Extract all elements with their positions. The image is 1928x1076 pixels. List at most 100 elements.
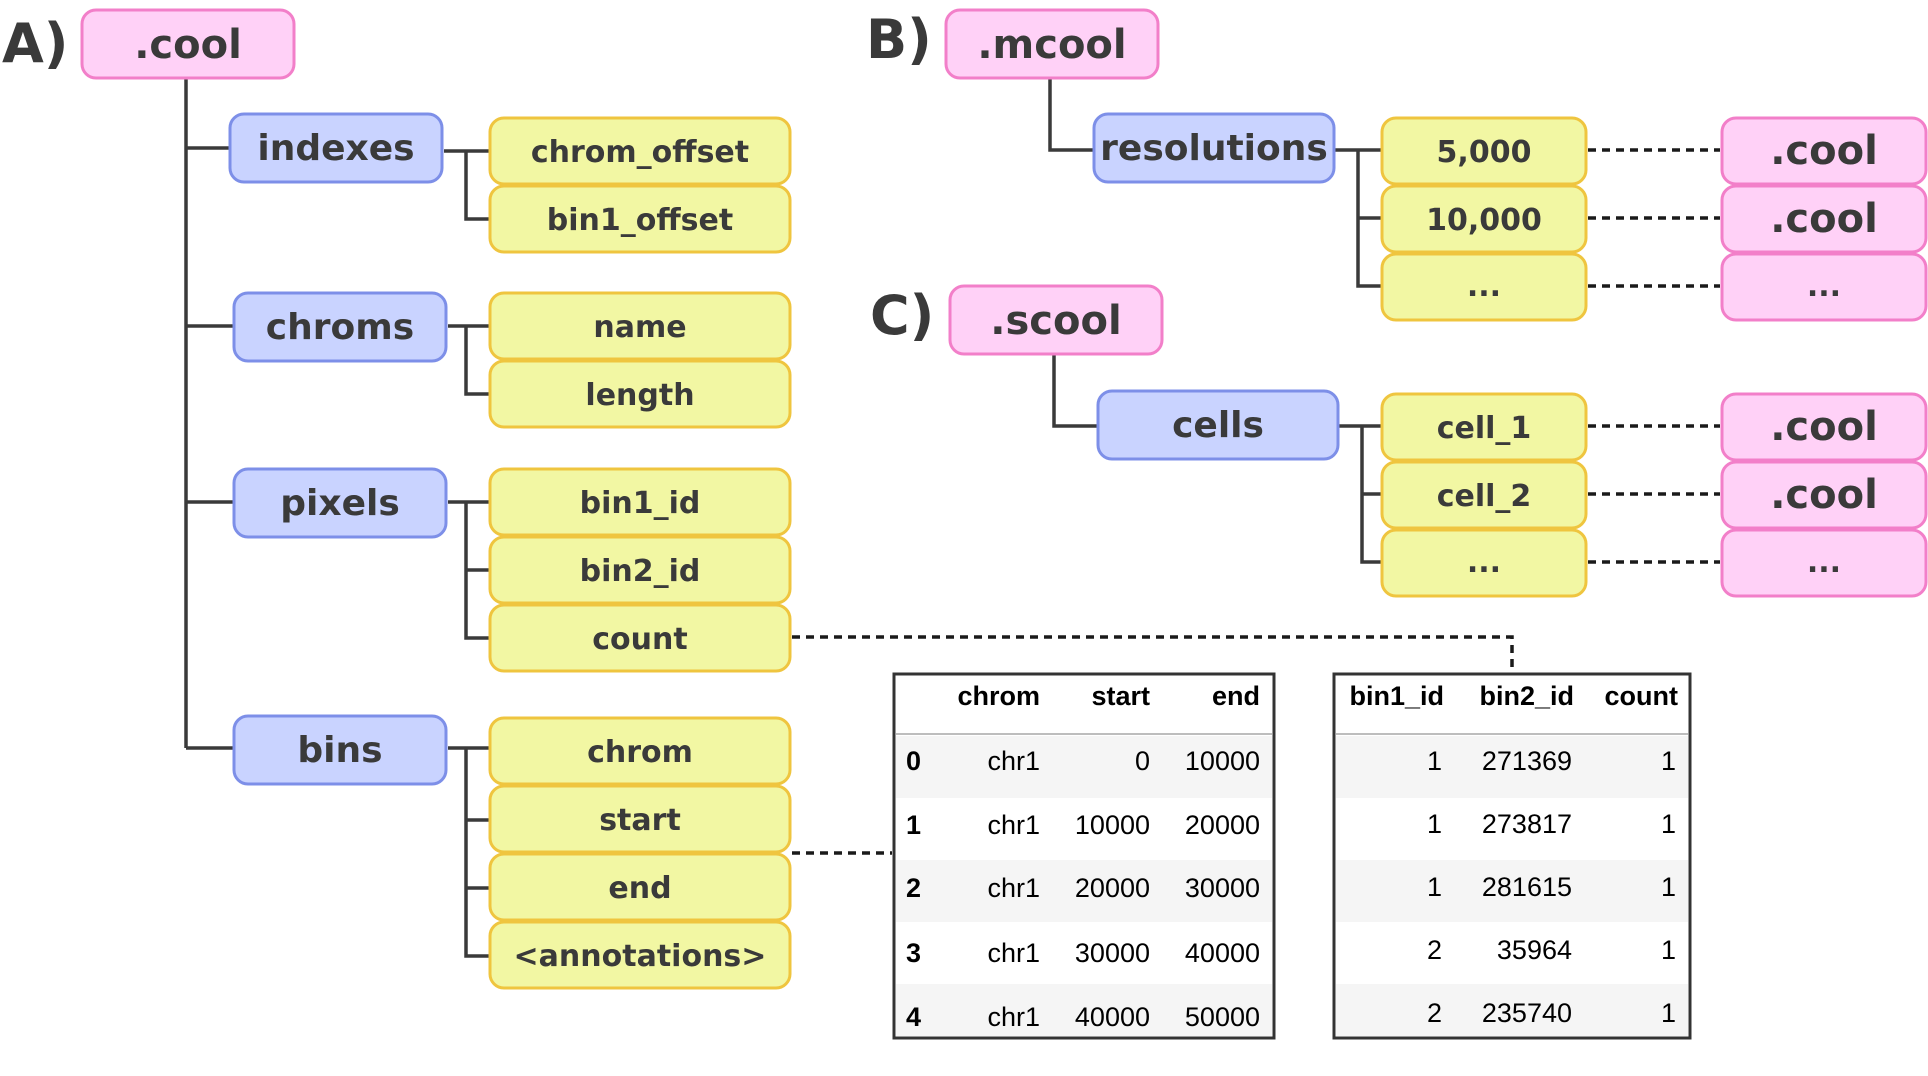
pixels-cell-count: 1: [1661, 809, 1676, 839]
panel-b-label: B): [866, 8, 932, 71]
bins-cell-end: 40000: [1185, 938, 1260, 968]
cell-more-node: [1380, 528, 1588, 598]
panel-a: A) .cool indexes chroms pixels bins chro…: [2, 8, 1514, 990]
table-row: 1 chr1 10000 20000: [906, 810, 1260, 840]
indexes-group-label: indexes: [257, 128, 414, 169]
bins-col-start-header: start: [1091, 681, 1150, 711]
scool-root-label: .scool: [990, 298, 1121, 344]
bin1-id-field-label: bin1_id: [580, 486, 701, 521]
pixels-group-node: [232, 467, 448, 539]
bins-row-index: 2: [906, 873, 921, 903]
table-row: 4 chr1 40000 50000: [906, 1002, 1260, 1032]
pixels-cell-count: 1: [1661, 998, 1676, 1028]
table-row: 1 273817 1: [1427, 809, 1676, 839]
mcool-root-node: [944, 8, 1160, 80]
bins-cell-end: 20000: [1185, 810, 1260, 840]
chrom-field-node: [488, 716, 792, 786]
scool-target-more-label: ...: [1807, 545, 1841, 580]
pixels-col-count-header: count: [1605, 681, 1679, 711]
pixels-cell-count: 1: [1661, 935, 1676, 965]
pixels-cell-count: 1: [1661, 746, 1676, 776]
cells-group-node: [1096, 389, 1340, 461]
cell-more-label: ...: [1467, 545, 1501, 580]
panel-b: B) .mcool resolutions 5,000 10,000 ... .…: [866, 8, 1928, 322]
pixels-table-border: [1332, 672, 1692, 1040]
resolution-connectors: [1588, 148, 1720, 288]
pixels-cell-bin1: 1: [1427, 746, 1442, 776]
table-row: 2 chr1 20000 30000: [906, 873, 1260, 903]
pixels-cell-bin2: 35964: [1497, 935, 1572, 965]
bins-cell-end: 30000: [1185, 873, 1260, 903]
panel-c: C) .scool cells cell_1 cell_2 ... .cool …: [870, 284, 1928, 598]
bins-cell-start: 10000: [1075, 810, 1150, 840]
bin1-offset-field-label: bin1_offset: [547, 203, 733, 238]
pixels-cell-bin2: 271369: [1482, 746, 1572, 776]
pixels-cell-bin1: 1: [1427, 809, 1442, 839]
bins-col-end-header: end: [1212, 681, 1260, 711]
bins-group-node: [232, 714, 448, 786]
pixels-table-connector: [792, 635, 1514, 672]
bins-row-index: 0: [906, 746, 921, 776]
mcool-target-cool-2-label: .cool: [1770, 196, 1878, 242]
bin2-id-field-label: bin2_id: [580, 554, 701, 589]
pixels-cell-count: 1: [1661, 872, 1676, 902]
bins-cell-end: 10000: [1185, 746, 1260, 776]
name-field-label: name: [593, 310, 686, 345]
chrom-field-label: chrom: [587, 735, 693, 770]
bins-cell-end: 50000: [1185, 1002, 1260, 1032]
scool-target-cool-1-label: .cool: [1770, 404, 1878, 450]
table-row: 3 chr1 30000 40000: [906, 938, 1260, 968]
name-field-node: [488, 291, 792, 361]
mcool-target-more-label: ...: [1807, 269, 1841, 304]
cool-root-node: [80, 8, 296, 80]
resolution-5000-node: [1380, 116, 1588, 186]
panel-c-label: C): [870, 284, 934, 347]
cool-root-label: .cool: [134, 22, 242, 68]
bins-cell-chrom: chr1: [987, 746, 1040, 776]
bins-cell-chrom: chr1: [987, 810, 1040, 840]
length-field-node: [488, 359, 792, 429]
table-row: 2 35964 1: [1427, 935, 1676, 965]
mcool-target-cool-2-node: [1720, 184, 1928, 254]
end-field-node: [488, 852, 792, 922]
mcool-target-more-node: [1720, 252, 1928, 322]
cell-2-node: [1380, 460, 1588, 530]
cells-group-label: cells: [1172, 405, 1264, 446]
bins-table: chrom start end 0 chr1 0 10000 1 chr1 10…: [892, 672, 1276, 1040]
length-field-label: length: [585, 378, 694, 413]
chroms-group-label: chroms: [266, 307, 414, 348]
pixels-cell-bin1: 1: [1427, 872, 1442, 902]
resolutions-group-label: resolutions: [1100, 128, 1328, 169]
resolution-10000-node: [1380, 184, 1588, 254]
cell-1-node: [1380, 392, 1588, 462]
bins-col-chrom-header: chrom: [957, 681, 1040, 711]
chrom-offset-field-label: chrom_offset: [531, 135, 749, 170]
resolution-more-node: [1380, 252, 1588, 322]
scool-target-cool-2-label: .cool: [1770, 472, 1878, 518]
table-row: 1 281615 1: [1427, 872, 1676, 902]
cell-2-label: cell_2: [1437, 479, 1532, 514]
cell-connectors: [1588, 424, 1720, 564]
pixels-table: bin1_id bin2_id count 1 271369 1 1 27381…: [1332, 672, 1692, 1040]
scool-target-cool-2-node: [1720, 460, 1928, 530]
resolution-10000-label: 10,000: [1426, 203, 1542, 238]
bin2-id-field-node: [488, 535, 792, 605]
bins-cell-chrom: chr1: [987, 1002, 1040, 1032]
bin1-offset-field-node: [488, 184, 792, 254]
pixels-cell-bin2: 281615: [1482, 872, 1572, 902]
bins-row-index: 1: [906, 810, 921, 840]
pixels-cell-bin2: 235740: [1482, 998, 1572, 1028]
resolutions-group-node: [1092, 112, 1336, 184]
table-row: 1 271369 1: [1427, 746, 1676, 776]
start-field-node: [488, 784, 792, 854]
bins-table-border: [892, 672, 1276, 1040]
table-row: 0 chr1 0 10000: [906, 746, 1260, 776]
count-field-label: count: [592, 622, 687, 657]
panel-a-label: A): [2, 12, 68, 75]
pixels-col-bin2-header: bin2_id: [1479, 681, 1574, 711]
start-field-label: start: [599, 803, 681, 838]
annotations-field-label: <annotations>: [514, 939, 767, 974]
scool-target-cool-1-node: [1720, 392, 1928, 462]
pixels-cell-bin1: 2: [1427, 998, 1442, 1028]
cell-1-label: cell_1: [1437, 411, 1532, 446]
